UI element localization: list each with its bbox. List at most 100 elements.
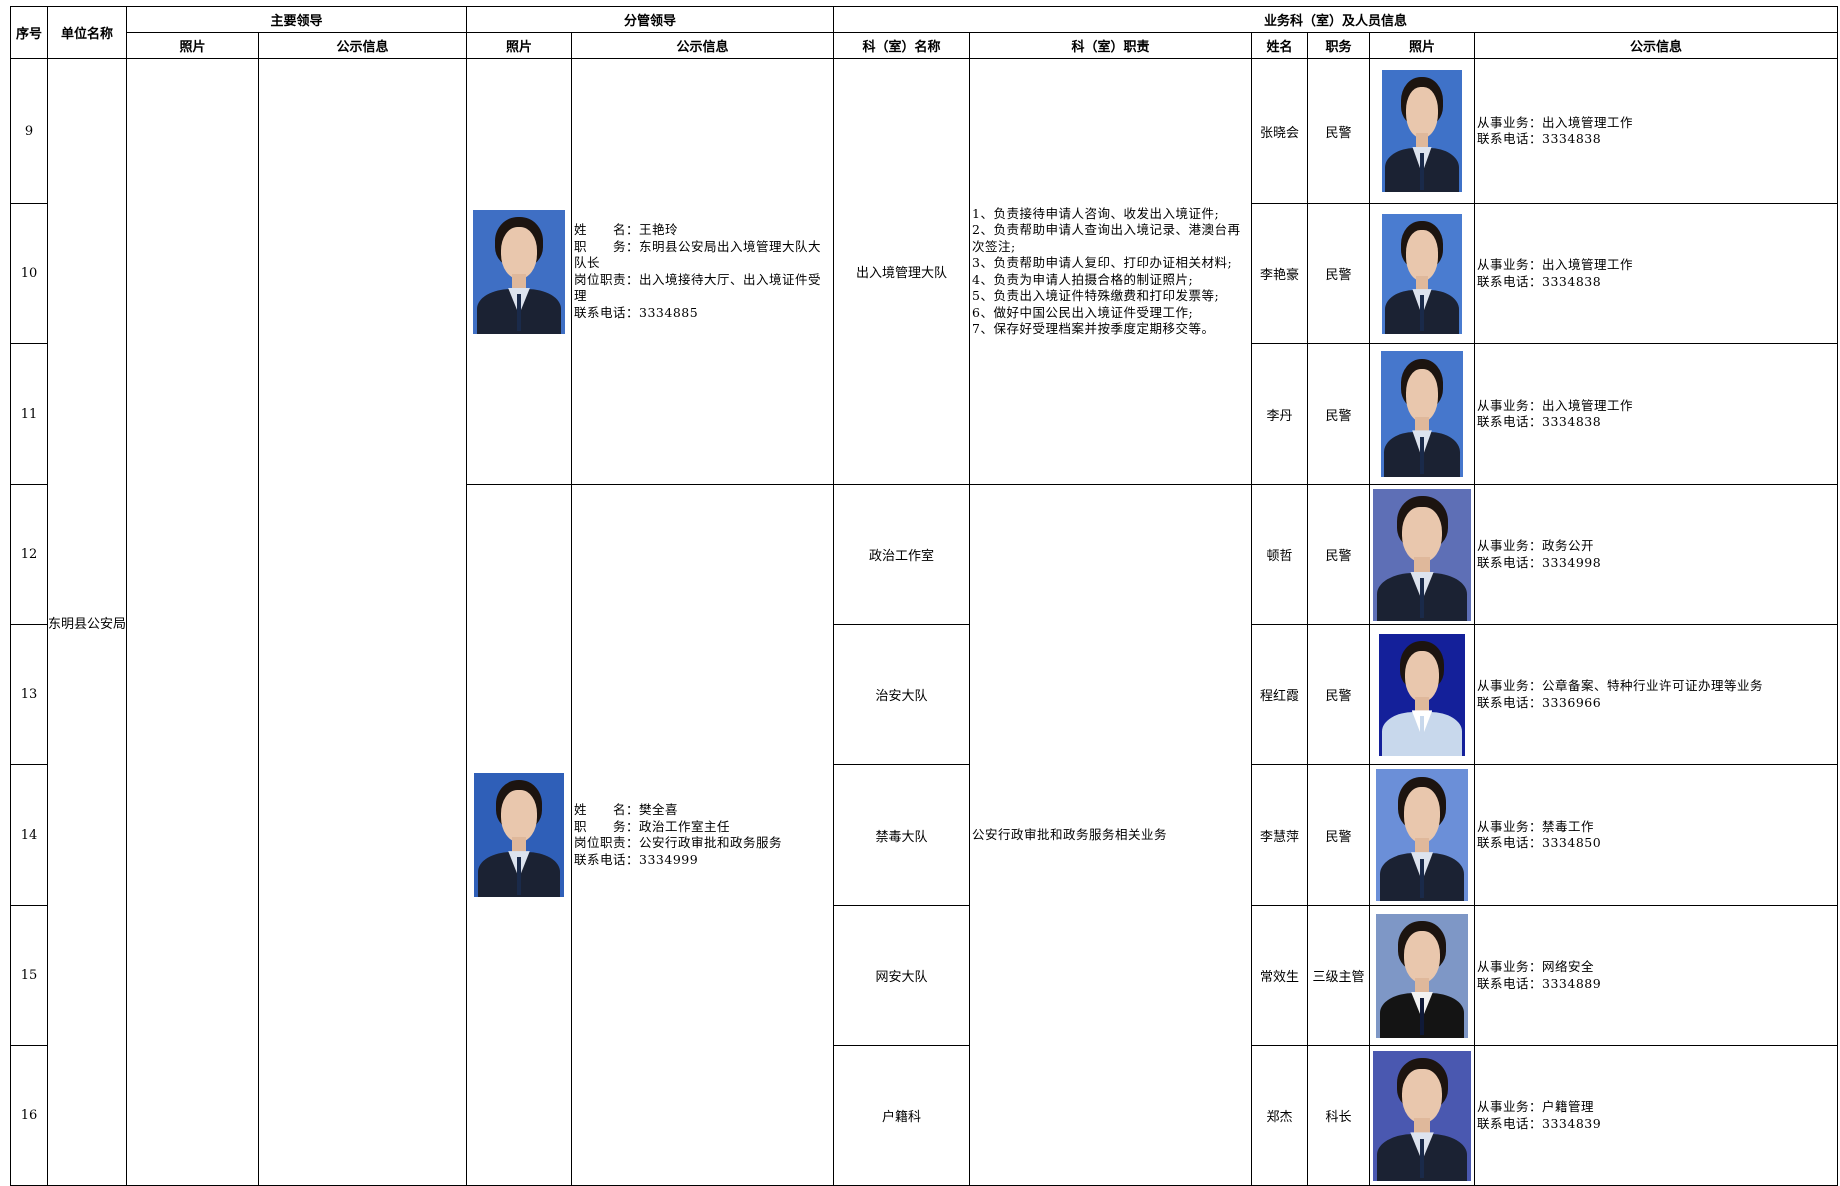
header-name: 姓名 [1251, 32, 1309, 59]
leader-name-line: 姓 名：王艳玲 [574, 222, 679, 237]
staff-business: 从事业务：户籍管理 [1477, 1099, 1595, 1114]
leader-title-line: 职 务：政治工作室主任 [574, 818, 731, 834]
main-leader-photo-cell [126, 58, 259, 1186]
staff-info-cell: 从事业务：网络安全 联系电话：3334889 [1474, 905, 1839, 1046]
staff-photo-cell [1369, 905, 1476, 1046]
sub-leader-info-cell: 姓 名：樊全喜 职 务：政治工作室主任 岗位职责：公安行政审批和政务服务 联系电… [571, 484, 835, 1186]
staff-phone: 联系电话：3334850 [1477, 835, 1602, 850]
header-unit: 单位名称 [47, 6, 127, 59]
leader-duty-line: 岗位职责：公安行政审批和政务服务 [574, 835, 783, 850]
staff-photo-female [1381, 351, 1464, 477]
staff-photo-cell [1369, 624, 1476, 765]
dept-name: 出入境管理大队 [833, 58, 971, 485]
leader-phone-line: 联系电话：3334999 [574, 851, 699, 867]
staff-photo-female [1382, 70, 1463, 192]
dept-duty-cell: 1、负责接待申请人咨询、收发出入境证件; 2、负责帮助申请人查询出入境记录、港澳… [969, 58, 1253, 485]
seq-cell: 16 [10, 1045, 48, 1186]
duty-line: 1、负责接待申请人咨询、收发出入境证件; [972, 205, 1220, 221]
staff-photo-cell [1369, 764, 1476, 906]
staff-business: 从事业务：网络安全 [1477, 959, 1595, 974]
staff-phone: 联系电话：3334838 [1477, 131, 1602, 146]
staff-position: 民警 [1307, 203, 1371, 344]
staff-phone: 联系电话：3334838 [1477, 414, 1602, 429]
dept-name: 户籍科 [833, 1045, 971, 1186]
staff-name: 顿哲 [1251, 484, 1309, 625]
duty-line: 4、负责为申请人拍摄合格的制证照片; [972, 271, 1194, 287]
staff-position: 民警 [1307, 624, 1371, 765]
staff-name: 郑杰 [1251, 1045, 1309, 1186]
duty-line: 6、做好中国公民出入境证件受理工作; [972, 304, 1194, 320]
sub-leader-photo-cell [466, 484, 573, 1186]
staff-business: 从事业务：出入境管理工作 [1477, 257, 1634, 272]
header-dept-group: 业务科（室）及人员信息 [833, 6, 1839, 33]
leader-photo-male [474, 773, 565, 897]
header-dept-name: 科（室）名称 [833, 32, 971, 59]
staff-business: 从事业务：出入境管理工作 [1477, 397, 1634, 413]
staff-name: 张晓会 [1251, 58, 1309, 204]
leader-duty-line: 岗位职责：出入境接待大厅、出入境证件受理 [574, 271, 822, 304]
staff-phone: 联系电话：3334889 [1477, 975, 1602, 991]
staff-position: 民警 [1307, 58, 1371, 204]
duty-line: 3、负责帮助申请人复印、打印办证相关材料; [972, 255, 1233, 270]
dept-name: 禁毒大队 [833, 764, 971, 906]
header-position: 职务 [1307, 32, 1371, 59]
sub-leader-photo-cell [466, 58, 573, 485]
staff-position: 民警 [1307, 343, 1371, 485]
main-leader-info-cell [257, 58, 468, 1186]
staff-info-cell: 从事业务：公章备案、特种行业许可证办理等业务 联系电话：3336966 [1474, 624, 1839, 765]
staff-business: 从事业务：禁毒工作 [1477, 818, 1595, 834]
leader-title-line: 职 务：东明县公安局出入境管理大队大队长 [574, 238, 822, 271]
seq-cell: 14 [10, 764, 48, 906]
duty-line: 7、保存好受理档案并按季度定期移交等。 [972, 321, 1215, 336]
staff-info-cell: 从事业务：出入境管理工作 联系电话：3334838 [1474, 58, 1839, 204]
header-sub-leader: 分管领导 [466, 6, 835, 33]
staff-position: 科长 [1307, 1045, 1371, 1186]
staff-photo-cell [1369, 203, 1476, 344]
staff-business: 从事业务：政务公开 [1477, 538, 1595, 553]
staff-business: 从事业务：公章备案、特种行业许可证办理等业务 [1477, 678, 1764, 693]
dept-name: 治安大队 [833, 624, 971, 765]
staff-photo-female [1373, 488, 1472, 621]
header-staff-info: 公示信息 [1474, 32, 1839, 59]
seq-cell: 15 [10, 905, 48, 1046]
staff-name: 李艳豪 [1251, 203, 1309, 344]
leader-phone-line: 联系电话：3334885 [574, 304, 699, 320]
header-sub-photo: 照片 [466, 32, 573, 59]
staff-position: 民警 [1307, 484, 1371, 625]
sub-leader-info-cell: 姓 名：王艳玲 职 务：东明县公安局出入境管理大队大队长 岗位职责：出入境接待大… [571, 58, 835, 485]
dept-duty-shared: 公安行政审批和政务服务相关业务 [969, 484, 1253, 1186]
staff-photo-male [1373, 1050, 1472, 1181]
staff-photo-cell [1369, 343, 1476, 485]
staff-info-cell: 从事业务：禁毒工作 联系电话：3334850 [1474, 764, 1839, 906]
leader-name-line: 姓 名：樊全喜 [574, 802, 679, 817]
header-staff-photo: 照片 [1369, 32, 1476, 59]
duty-line: 5、负责出入境证件特殊缴费和打印发票等; [972, 288, 1220, 303]
unit-name: 东明县公安局 [47, 58, 127, 1186]
staff-name: 李慧萍 [1251, 764, 1309, 906]
staff-phone: 联系电话：3334838 [1477, 273, 1602, 289]
staff-photo-female [1376, 769, 1469, 901]
dept-name: 网安大队 [833, 905, 971, 1046]
staff-phone: 联系电话：3334998 [1477, 554, 1602, 570]
seq-cell: 12 [10, 484, 48, 625]
header-main-leader: 主要领导 [125, 6, 468, 33]
staff-info-cell: 从事业务：政务公开 联系电话：3334998 [1474, 484, 1839, 625]
staff-phone: 联系电话：3334839 [1477, 1115, 1602, 1131]
staff-photo-cell [1369, 1045, 1476, 1186]
staff-disclosure-table: 序号 单位名称 主要领导 分管领导 业务科（室）及人员信息 照片 公示信息 照片… [10, 6, 1839, 1186]
header-main-photo: 照片 [126, 32, 259, 59]
staff-name: 李丹 [1251, 343, 1309, 485]
header-seq: 序号 [10, 6, 48, 59]
seq-cell: 11 [10, 343, 48, 485]
staff-photo-female [1382, 213, 1463, 334]
staff-position: 三级主管 [1307, 905, 1371, 1046]
staff-name: 程红霞 [1251, 624, 1309, 765]
header-dept-duty: 科（室）职责 [969, 32, 1253, 59]
dept-name: 政治工作室 [833, 484, 971, 625]
staff-info-cell: 从事业务：出入境管理工作 联系电话：3334838 [1474, 343, 1839, 485]
staff-photo-cell [1369, 484, 1476, 625]
header-sub-info: 公示信息 [571, 32, 835, 59]
leader-photo-female [473, 209, 566, 334]
header-main-info: 公示信息 [257, 32, 468, 59]
staff-name: 常效生 [1251, 905, 1309, 1046]
